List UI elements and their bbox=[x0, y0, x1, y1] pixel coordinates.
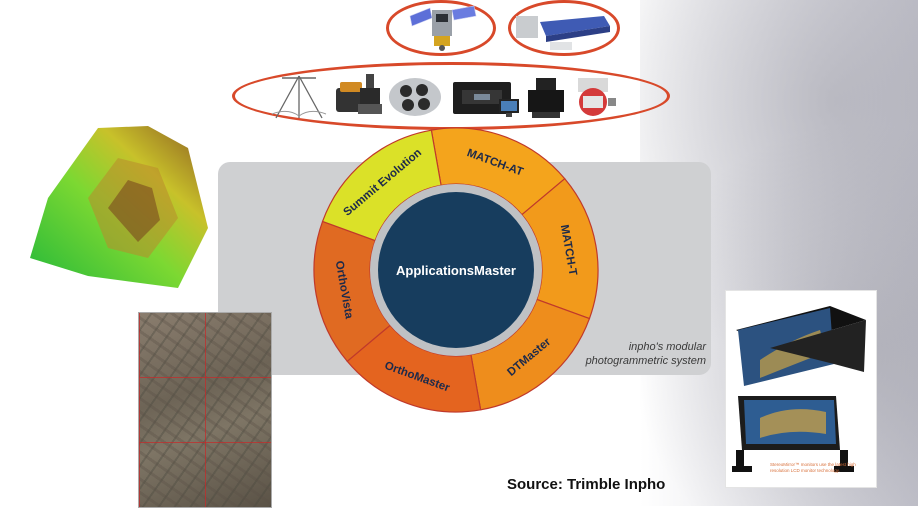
large-format-camera-icon bbox=[528, 78, 564, 118]
mosaic-seamlines bbox=[139, 313, 271, 507]
modular-ring-diagram: MATCH-ATMATCH-TDTMasterOrthoMasterOrthoV… bbox=[313, 127, 599, 413]
stereo-display-monitor-icon bbox=[732, 306, 866, 472]
satellite-oval bbox=[386, 0, 496, 56]
multi-lens-camera-icon bbox=[389, 78, 441, 116]
stereo-display-note: StereoMirror™ monitors use the latest hi… bbox=[770, 462, 856, 473]
control-display-icon bbox=[499, 99, 519, 117]
gps-antenna-icon bbox=[271, 75, 327, 119]
satellite-icon bbox=[409, 5, 477, 51]
applications-master-core[interactable] bbox=[378, 192, 534, 348]
modular-system-caption: inpho's modular photogrammetric system bbox=[572, 340, 706, 368]
photogrammetric-scanner-icon bbox=[516, 16, 610, 50]
orthophoto-mosaic-image bbox=[138, 312, 272, 508]
caption-line-1: inpho's modular bbox=[628, 341, 706, 353]
digital-camera-unit-icon bbox=[453, 82, 511, 114]
applications-master-label: ApplicationsMaster bbox=[396, 263, 516, 278]
terrain-model-image bbox=[30, 126, 208, 288]
camera-mount-icon bbox=[358, 74, 382, 114]
lidar-sensor-icon bbox=[578, 78, 616, 116]
source-credit: Source: Trimble Inpho bbox=[507, 476, 666, 493]
scanner-oval bbox=[508, 0, 620, 56]
caption-line-2: photogrammetric system bbox=[585, 355, 706, 367]
